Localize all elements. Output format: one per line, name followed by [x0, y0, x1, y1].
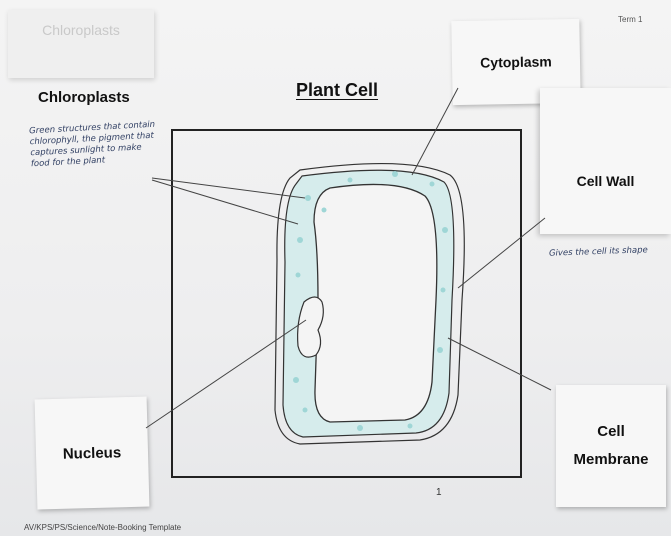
chloroplast-dot	[348, 178, 353, 183]
chloroplast-dot	[430, 182, 435, 187]
chloroplast-dot	[408, 424, 413, 429]
chloroplast-dot	[296, 273, 301, 278]
chloroplast-dot	[297, 237, 303, 243]
cytoplasm-pointer	[412, 88, 458, 175]
chloroplast-dot	[442, 227, 448, 233]
cell-wall-pointer	[458, 218, 545, 288]
chloroplast-dot	[392, 171, 398, 177]
chloroplast-dot	[322, 208, 327, 213]
chloroplast-dot	[303, 408, 308, 413]
vacuole-outline	[314, 184, 437, 422]
footer-path: AV/KPS/PS/Science/Note-Booking Template	[24, 523, 181, 532]
chloroplast-dot	[437, 347, 443, 353]
chloroplast-pointer-2	[152, 180, 298, 224]
cell-membrane-pointer	[448, 338, 551, 390]
chloroplast-dot	[293, 377, 299, 383]
chloroplast-dot	[357, 425, 363, 431]
page-number: 1	[436, 487, 442, 498]
nucleus-pointer	[146, 320, 306, 428]
chloroplast-pointer-1	[152, 178, 305, 198]
chloroplast-dot	[441, 288, 446, 293]
chloroplast-dot	[305, 195, 311, 201]
